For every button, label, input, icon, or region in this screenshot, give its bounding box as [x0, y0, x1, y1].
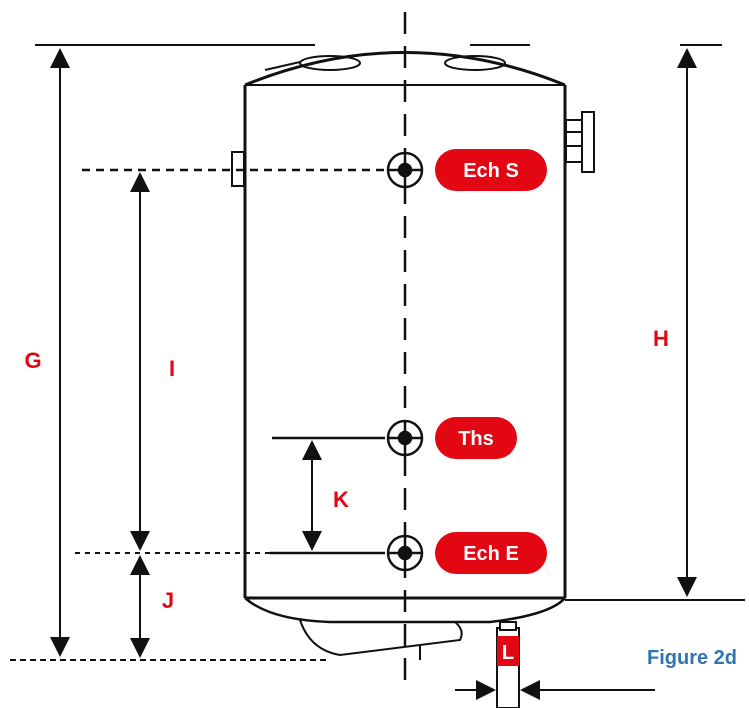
connection-labels: Ech S Ths Ech E	[435, 149, 547, 574]
connection-symbols	[386, 151, 424, 572]
dim-label-l: L	[502, 642, 514, 664]
figure-caption: Figure 2d	[647, 647, 737, 669]
pill-ths	[435, 417, 517, 459]
dimension-letters: G H I J K	[24, 326, 669, 613]
label-ech-e: Ech E	[463, 543, 519, 565]
reference-lines	[10, 44, 745, 691]
connection-symbol-ths	[386, 419, 424, 457]
tank-drain-housing	[299, 619, 463, 657]
side-fittings	[231, 111, 595, 708]
dim-label-h: H	[653, 326, 669, 351]
dim-l-box	[497, 636, 519, 666]
tank-bottom-cap	[244, 597, 566, 624]
label-ths: Ths	[458, 428, 494, 450]
pill-ech-s	[435, 149, 547, 191]
label-ech-s: Ech S	[463, 160, 519, 182]
dim-label-k: K	[333, 487, 349, 512]
connection-symbol-ech-e	[386, 534, 424, 572]
tank-body	[243, 51, 567, 660]
pill-ech-e	[435, 532, 547, 574]
dimension-arrows	[50, 48, 697, 700]
right-fitting	[565, 119, 583, 163]
dim-label-j: J	[162, 588, 174, 613]
dim-label-g: G	[24, 348, 41, 373]
connection-symbol-ech-s	[386, 151, 424, 189]
dim-label-i: I	[169, 356, 175, 381]
